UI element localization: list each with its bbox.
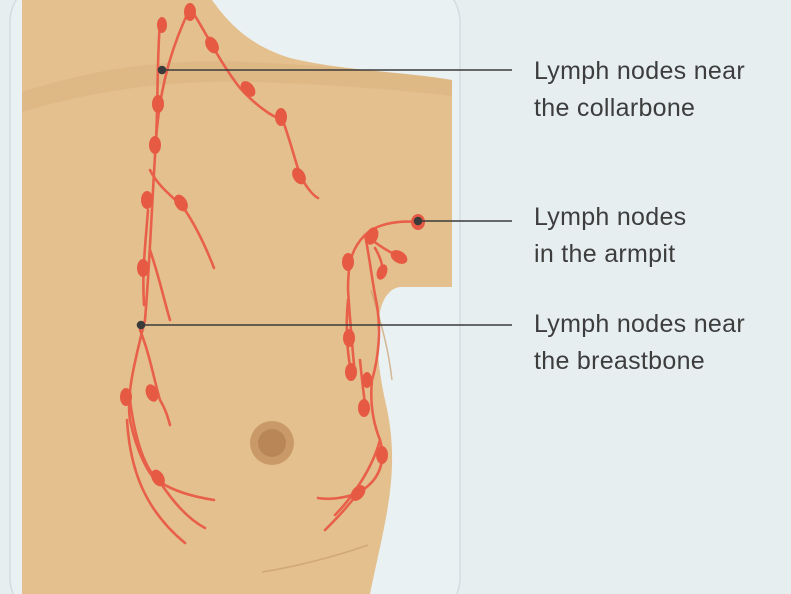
pointer-lines <box>136 65 512 330</box>
lymph-nodes <box>120 3 425 501</box>
nipple <box>258 429 286 457</box>
pointer-dot-breastbone <box>136 320 146 330</box>
pointer-dot-collarbone <box>157 65 167 75</box>
label-breastbone-line2: the breastbone <box>534 347 705 375</box>
breast-contour <box>261 544 369 573</box>
label-armpit-nodes: Lymph nodes in the armpit <box>534 199 686 273</box>
label-armpit-line2: in the armpit <box>534 240 676 268</box>
collarbone-shading <box>22 61 452 112</box>
label-armpit-line1: Lymph nodes <box>534 203 687 231</box>
label-breastbone-line1: Lymph nodes near <box>534 310 745 338</box>
armpit-crease <box>370 289 393 381</box>
pointer-dot-armpit <box>413 216 423 226</box>
label-collarbone-nodes: Lymph nodes near the collarbone <box>534 53 745 127</box>
label-collarbone-line2: the collarbone <box>534 94 696 122</box>
label-breastbone-nodes: Lymph nodes near the breastbone <box>534 306 745 380</box>
label-collarbone-line1: Lymph nodes near <box>534 57 745 85</box>
